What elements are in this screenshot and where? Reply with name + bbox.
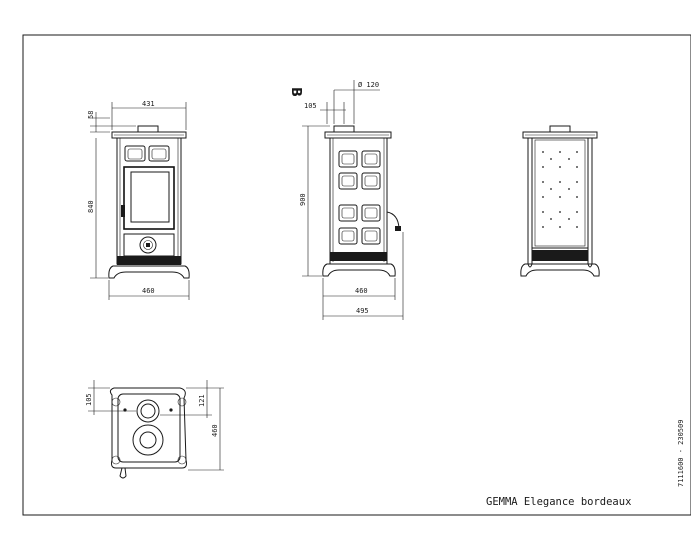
side-view: B <box>288 87 401 277</box>
front-width-base-label: 460 <box>142 287 155 295</box>
side-dimensions: Ø 120 105 900 460 495 <box>299 80 404 320</box>
side-flue-offset-label: 105 <box>304 102 317 110</box>
section-letter: B <box>288 87 303 97</box>
front-width-top-label: 431 <box>142 100 155 108</box>
rear-view <box>520 125 600 277</box>
side-height-label: 900 <box>299 193 307 206</box>
front-height-label: 840 <box>87 200 95 213</box>
top-depth-label: 460 <box>211 424 219 437</box>
top-flue-offset-label: 105 <box>85 393 93 406</box>
rear-rivets <box>542 151 578 228</box>
side-depth-body-label: 460 <box>355 287 368 295</box>
sheet-border <box>22 34 691 516</box>
document-code: 7111600 - 230509 <box>677 420 685 487</box>
side-depth-total-label: 495 <box>356 307 369 315</box>
drawing-title: GEMMA Elegance bordeaux <box>486 496 631 508</box>
front-view <box>108 125 190 279</box>
side-tiles <box>338 150 381 245</box>
top-view <box>109 387 187 479</box>
front-top-offset-label: 58 <box>87 111 95 119</box>
top-dimensions: 105 121 460 <box>85 380 224 471</box>
front-dimensions: 431 58 840 460 <box>87 100 190 300</box>
top-rear-offset-label: 121 <box>198 394 206 407</box>
flue-diameter-label: Ø 120 <box>358 81 379 89</box>
